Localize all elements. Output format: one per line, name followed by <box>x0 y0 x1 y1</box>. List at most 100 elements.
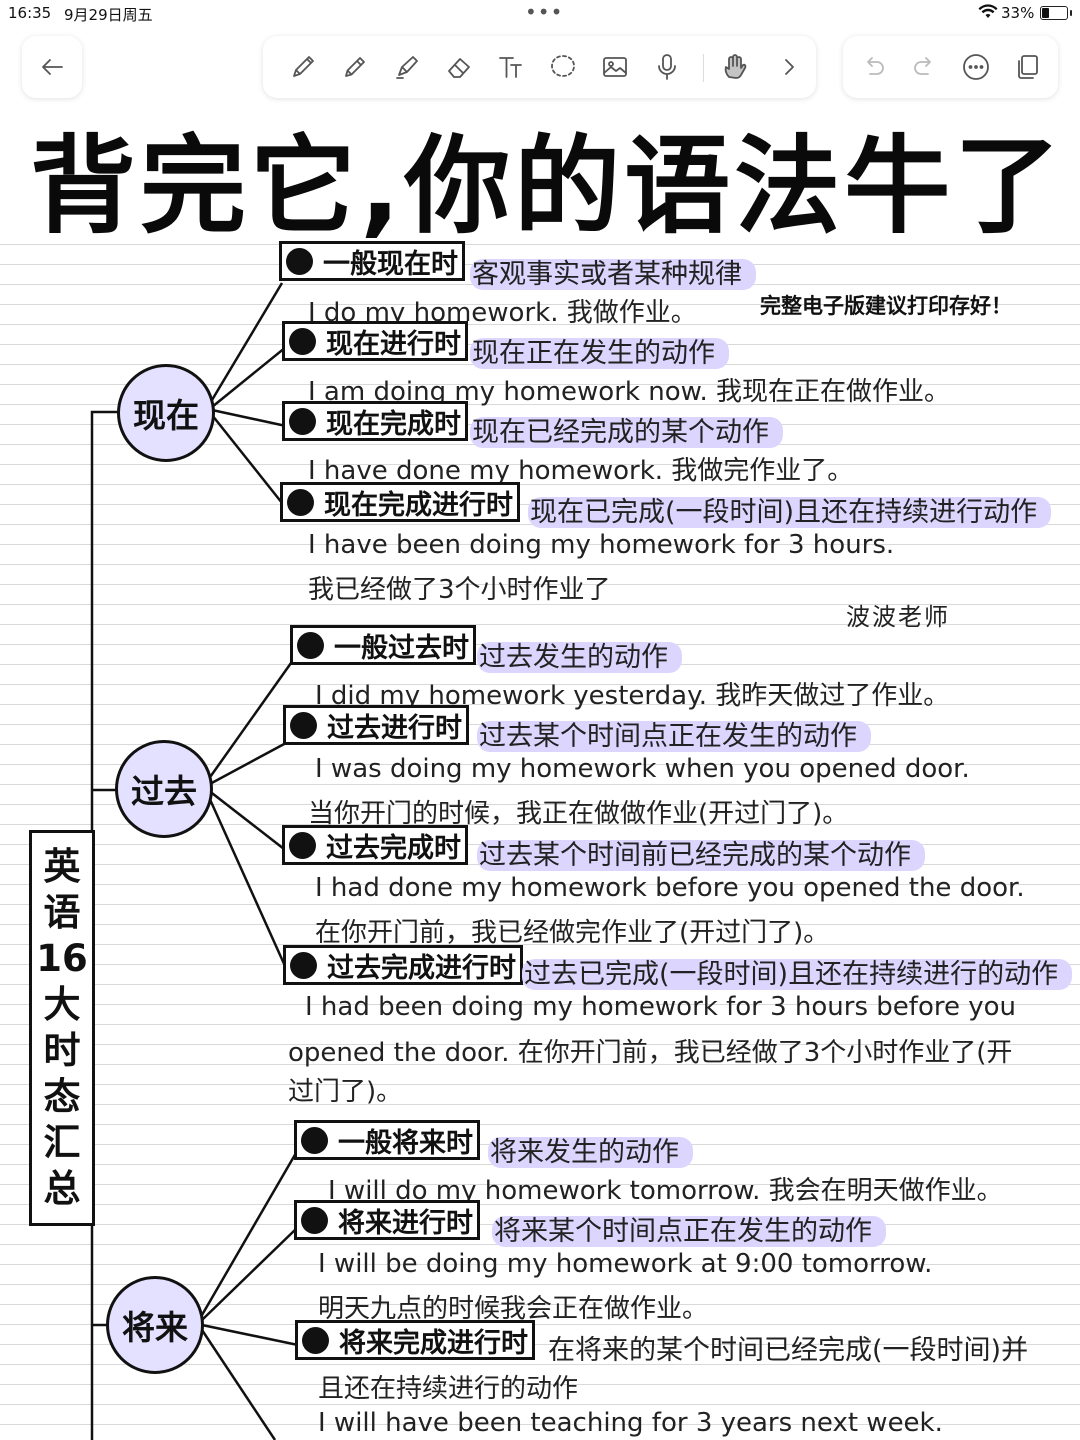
tense-description: 过去某个时间前已经完成的某个动作 <box>477 833 925 872</box>
chevron-right-icon[interactable] <box>771 49 807 85</box>
tense-box: 现在进行时 <box>282 321 468 361</box>
highlight: 将来某个时间点正在发生的动作 <box>492 1216 886 1247</box>
eraser-icon[interactable] <box>441 49 477 85</box>
multitask-dots[interactable]: ••• <box>525 0 564 24</box>
highlight: 过去发生的动作 <box>477 642 682 673</box>
vertical-title-char: 时 <box>43 1029 81 1072</box>
tense-description: 过去已完成(一段时间)且还在持续进行的动作 <box>522 952 1073 991</box>
more-icon[interactable] <box>958 49 994 85</box>
arrow-left-icon[interactable] <box>34 49 70 85</box>
tense-description-text: 在将来的某个时间已经完成(一段时间)并 <box>548 1335 1029 1366</box>
tense-name: 一般将来时 <box>338 1127 473 1159</box>
tense-box: 将来进行时 <box>294 1200 480 1240</box>
bullet-icon <box>301 1126 328 1154</box>
image-icon[interactable] <box>597 49 633 85</box>
undo-icon[interactable] <box>855 49 891 85</box>
example-line: 明天九点的时候我会正在做作业。 <box>318 1294 709 1324</box>
highlight: 现在正在发生的动作 <box>470 338 729 369</box>
example-line: I was doing my homework when you opened … <box>315 754 970 784</box>
tense-description: 将来某个时间点正在发生的动作 <box>492 1209 886 1248</box>
bullet-icon <box>302 1326 329 1354</box>
tense-box: 过去进行时 <box>283 705 469 745</box>
highlight: 现在已完成(一段时间)且还在持续进行动作 <box>528 497 1052 528</box>
highlight: 客观事实或者某种规律 <box>470 259 756 290</box>
tense-box: 现在完成进行时 <box>280 482 520 522</box>
highlight: 过去已完成(一段时间)且还在持续进行的动作 <box>522 959 1073 990</box>
example-line: 我已经做了3个小时作业了 <box>308 575 611 605</box>
tense-description: 现在正在发生的动作 <box>470 331 729 370</box>
tense-box: 一般现在时 <box>279 241 465 281</box>
battery-icon <box>1040 6 1072 20</box>
wifi-icon <box>978 4 998 24</box>
tense-description: 过去发生的动作 <box>477 635 682 674</box>
tense-box: 一般将来时 <box>294 1120 480 1160</box>
tense-description: 过去某个时间点正在发生的动作 <box>477 714 871 753</box>
example-line: I have been doing my homework for 3 hour… <box>308 530 895 560</box>
example-line: I will be doing my homework at 9:00 tomo… <box>318 1249 933 1279</box>
bullet-icon <box>301 1206 328 1234</box>
page-title: 背完它,你的语法牛了 <box>30 125 1065 248</box>
marker-icon[interactable] <box>389 49 425 85</box>
microphone-icon[interactable] <box>649 49 685 85</box>
toolbar-divider <box>703 54 704 82</box>
vertical-title-char: 16 <box>36 937 88 980</box>
tense-name: 一般过去时 <box>334 632 469 664</box>
group-present-circle: 现在 <box>117 364 215 462</box>
pen-icon[interactable] <box>285 49 321 85</box>
bullet-icon <box>287 488 314 516</box>
tense-description: 在将来的某个时间已经完成(一段时间)并 <box>548 1328 1028 1367</box>
example-line: I will have been teaching for 3 years ne… <box>318 1408 943 1438</box>
group-past-circle: 过去 <box>115 740 213 838</box>
bullet-icon <box>289 831 316 859</box>
bullet-icon <box>286 247 313 275</box>
tense-box: 将来完成进行时 <box>295 1320 535 1360</box>
lasso-icon[interactable] <box>545 49 581 85</box>
example-line: 在你开门前，我已经做完作业了(开过门了)。 <box>315 918 830 948</box>
bullet-icon <box>297 631 324 659</box>
tense-name: 将来完成进行时 <box>339 1327 528 1359</box>
bullet-icon <box>289 327 316 355</box>
text-icon[interactable] <box>493 49 529 85</box>
author-signature: 波波老师 <box>846 603 950 631</box>
vertical-title-char: 英 <box>43 845 81 888</box>
tense-name: 过去完成时 <box>326 832 461 864</box>
status-date: 9月29日周五 <box>64 6 153 24</box>
tense-name: 一般现在时 <box>323 248 458 280</box>
tense-name: 现在完成进行时 <box>324 489 513 521</box>
pages-icon[interactable] <box>1010 49 1046 85</box>
pencil-icon[interactable] <box>337 49 373 85</box>
vertical-title-char: 汇 <box>43 1121 81 1164</box>
highlight: 将来发生的动作 <box>488 1137 693 1168</box>
example-line: 当你开门的时候，我正在做做作业(开过门了)。 <box>308 799 849 829</box>
vertical-title-box: 英 语 16 大 时 态 汇 总 <box>29 830 95 1226</box>
battery-percent: 33% <box>1001 4 1035 22</box>
example-line: I have done my homework. 我做完作业了。 <box>308 456 854 486</box>
tense-box: 过去完成时 <box>282 825 468 865</box>
status-bar: 16:35 9月29日周五 ••• 33% <box>0 0 1080 28</box>
print-note: 完整电子版建议打印存好！ <box>760 293 1012 318</box>
example-line: opened the door. 在你开门前，我已经做了3个小时作业了(开 <box>288 1038 1013 1068</box>
bullet-icon <box>290 951 317 979</box>
highlight: 过去某个时间前已经完成的某个动作 <box>477 840 925 871</box>
tense-box: 一般过去时 <box>290 625 476 665</box>
tense-description: 现在已经完成的某个动作 <box>470 410 783 449</box>
tense-name: 现在进行时 <box>326 328 461 360</box>
redo-icon[interactable] <box>907 49 943 85</box>
tools-toolbar <box>263 36 816 98</box>
tense-description: 客观事实或者某种规律 <box>470 252 756 291</box>
tense-description: 现在已完成(一段时间)且还在持续进行动作 <box>528 490 1052 529</box>
hand-draw-icon[interactable] <box>717 49 753 85</box>
vertical-title-char: 总 <box>43 1167 81 1210</box>
vertical-title-char: 态 <box>43 1075 81 1118</box>
highlight: 现在已经完成的某个动作 <box>470 417 783 448</box>
group-future-circle: 将来 <box>106 1276 204 1374</box>
status-time: 16:35 <box>8 4 52 22</box>
bullet-icon <box>289 407 316 435</box>
edit-toolbar <box>843 36 1058 98</box>
example-line: 过门了)。 <box>288 1077 403 1107</box>
tense-box: 现在完成时 <box>282 401 468 441</box>
back-toolbar <box>22 36 82 98</box>
vertical-title-char: 大 <box>43 983 81 1026</box>
vertical-title-char: 语 <box>43 891 81 934</box>
tense-box: 过去完成进行时 <box>283 945 523 985</box>
